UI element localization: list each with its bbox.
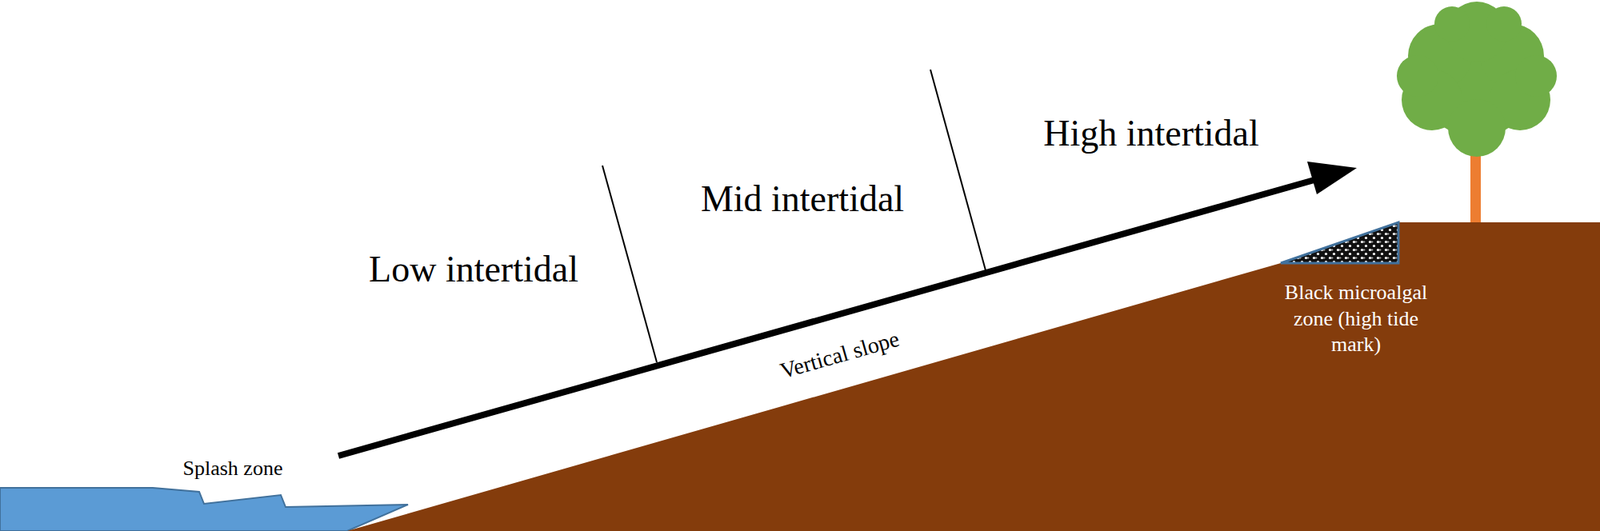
zone-divider — [930, 69, 986, 271]
zone-label: Splash zone — [183, 456, 284, 481]
tree-canopy — [1396, 1, 1557, 157]
elevation-arrow — [338, 178, 1320, 456]
axis-label: Vertical slope — [777, 325, 904, 385]
arrow-head — [1307, 161, 1357, 195]
sea-water — [0, 488, 408, 531]
region-label: Black microalgal zone (high tide mark) — [1270, 280, 1443, 359]
zone-label: High intertidal — [1043, 111, 1260, 156]
zone-divider — [602, 165, 657, 363]
zone-label: Low intertidal — [368, 247, 579, 292]
ground-slope — [347, 222, 1600, 531]
microalgal-patch — [1280, 222, 1399, 264]
zone-label: Mid intertidal — [700, 176, 904, 221]
